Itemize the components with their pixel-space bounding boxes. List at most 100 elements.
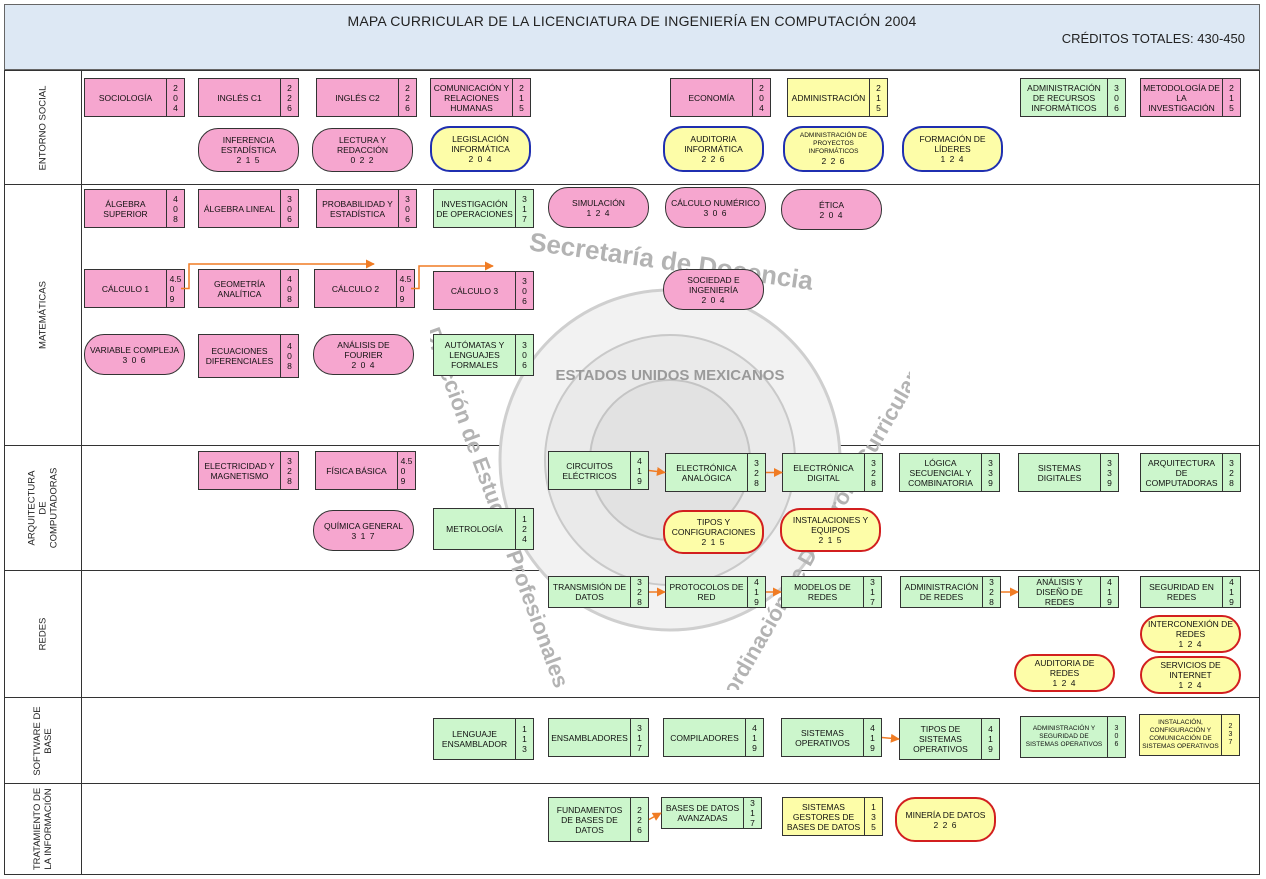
course-credits: 2 1 5 [1222,79,1240,116]
course-name: SIMULACIÓN [572,197,625,208]
course-name: MODELOS DE REDES [794,582,851,602]
course-name: INGLÉS C1 [217,92,262,103]
course-name: LÓGICA SECUENCIAL Y COMBINATORIA [908,457,973,488]
course-credits: 1 1 3 [515,719,533,759]
course-credits: 4 0 8 [166,190,184,227]
course-credits: 2 2 6 [280,79,298,116]
course-credits: 4 1 9 [863,719,881,756]
course-name: ÉTICA [818,199,845,210]
course-s1: LENGUAJE ENSAMBLADOR 1 1 3 [433,718,534,760]
course-credits: 1 2 4 [940,154,965,164]
course-credits: 2 2 6 [933,819,958,830]
course-name: CÁLCULO 1 [101,283,150,294]
course-name: TIPOS Y CONFIGURACIONES [671,517,756,537]
course-credits: 3 1 7 [743,798,761,828]
course-credits: 1 2 4 [1178,639,1203,649]
course-name: TIPOS DE SISTEMAS OPERATIVOS [913,724,968,754]
course-name: AUTÓMATAS Y LENGUAJES FORMALES [444,340,505,370]
page-title: MAPA CURRICULAR DE LA LICENCIATURA DE IN… [347,13,917,29]
course-credits: 2 1 5 [869,79,887,116]
course-name: VARIABLE COMPLEJA [89,344,180,355]
course-name: PROBABILIDAD Y ESTADÍSTICA [322,198,393,219]
course-name: LENGUAJE ENSAMBLADOR [441,729,508,749]
course-credits: 1 2 4 [1052,678,1077,688]
course-credits: 2 1 5 [512,79,530,116]
course-name: ARQUITECTURA DE COMPUTADORAS [1145,457,1218,488]
course-name: ECUACIONES DIFERENCIALES [205,346,274,366]
row-label-text: ARQUITECTURA DE COMPUTADORAS [26,467,60,549]
course-credits: 2 0 4 [752,79,770,116]
course-name: ÁLGEBRA SUPERIOR [103,198,148,219]
row-label: SOFTWARE DE BASE [5,698,82,783]
course-name: INTERCONEXIÓN DE REDES [1147,619,1233,639]
course-credits: 4 1 9 [1100,577,1118,607]
course-name: ADMINISTRACIÓN DE REDES [904,582,979,602]
course-credits: 2 2 6 [701,154,726,164]
course-credits: 2 1 5 [701,537,726,547]
course-name: SEGURIDAD EN REDES [1149,582,1214,602]
course-credits: 1 2 4 [586,207,611,218]
course-credits: 3 0 6 [515,272,533,309]
course-name: ANÁLISIS Y DISEÑO DE REDES [1036,577,1083,607]
course-credits: 3 2 8 [864,454,882,491]
course-m3: PROBABILIDAD Y ESTADÍSTICA 3 0 6 [316,189,417,228]
course-credits: 3 0 6 [703,207,728,218]
course-credits: 3 0 6 [398,190,416,227]
course-name: CIRCUITOS ELÉCTRICOS [562,460,617,481]
row-label: ENTORNO SOCIAL [5,71,82,184]
course-credits: 4 0 8 [280,270,298,307]
course-name: INGLÉS C2 [335,92,380,103]
course-name: SOCIOLOGÍA [98,92,153,103]
course-name: FUNDAMENTOS DE BASES DE DATOS [556,804,623,835]
course-credits: 3 0 6 [280,190,298,227]
course-s6: ADMINISTRACIÓN Y SEGURIDAD DE SISTEMAS O… [1020,716,1126,758]
course-credits: 3 0 6 [1107,79,1125,116]
course-name: ADMINISTRACIÓN Y SEGURIDAD DE SISTEMAS O… [1025,725,1103,748]
course-c2: INGLÉS C1 2 2 6 [198,78,299,117]
course-name: ADMINISTRACIÓN [791,92,866,103]
course-name: SISTEMAS OPERATIVOS [795,727,850,748]
course-credits: 2 2 6 [821,156,846,166]
course-name: ADMINISTRACIÓN DE PROYECTOS INFORMÁTICOS [799,132,868,155]
course-credits: 2 0 4 [819,209,844,220]
course-credits: 3 1 7 [863,577,881,607]
course-credits: 1 2 4 [1178,680,1203,690]
course-credits: 2 2 6 [398,79,416,116]
course-name: ENSAMBLADORES [551,732,628,743]
course-credits: 4.5 0 9 [166,270,184,307]
course-name: INVESTIGACIÓN DE OPERACIONES [436,198,513,219]
course-credits: 3 1 7 [351,530,376,541]
course-name: INSTALACIÓN, CONFIGURACIÓN Y COMUNICACIÓ… [1142,719,1219,750]
course-credits: 3 3 9 [981,454,999,491]
course-name: COMUNICACIÓN Y RELACIONES HUMANAS [433,82,510,113]
row-label: ARQUITECTURA DE COMPUTADORAS [5,446,82,570]
course-credits: 3 2 8 [982,577,1000,607]
header: MAPA CURRICULAR DE LA LICENCIATURA DE IN… [4,4,1260,70]
course-name: QUÍMICA GENERAL [324,520,403,531]
course-name: GEOMETRÍA ANALÍTICA [213,278,265,299]
course-credits: 1 2 4 [515,509,533,549]
row-label-text: REDES [37,617,49,651]
